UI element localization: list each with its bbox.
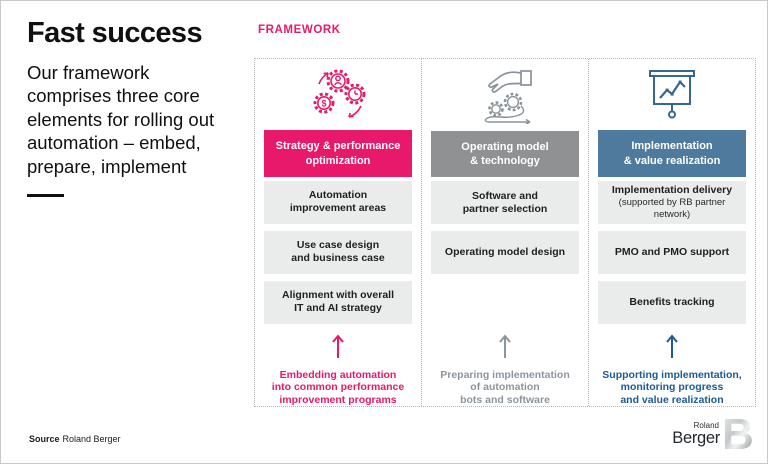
framework-column: $ Strategy & performance optimization Au… bbox=[255, 59, 422, 406]
column-caption: Embedding automation into common perform… bbox=[271, 368, 405, 406]
column-caption: Preparing implementation of automation b… bbox=[440, 368, 570, 406]
column-caption: Supporting implementation, monitoring pr… bbox=[602, 368, 742, 406]
column-items: Software and partner selection Operating… bbox=[431, 181, 579, 323]
column-header: Operating model & technology bbox=[431, 130, 579, 178]
svg-text:B: B bbox=[724, 412, 754, 452]
roland-berger-logo: Roland Berger B bbox=[672, 410, 754, 459]
source-value: Roland Berger bbox=[62, 434, 121, 444]
framework-panel: $ Strategy & performance optimization Au… bbox=[254, 58, 756, 407]
column-header: Implementation & value realization bbox=[598, 130, 746, 177]
hand-automation-icon bbox=[472, 59, 538, 131]
framework-item: Operating model design bbox=[431, 231, 579, 275]
gears-cycle-icon: $ bbox=[305, 59, 371, 130]
column-items: Automation improvement areas Use case de… bbox=[264, 180, 412, 324]
chart-board-icon bbox=[639, 59, 705, 130]
item-title: Implementation delivery bbox=[611, 183, 733, 196]
up-arrow-icon bbox=[331, 333, 345, 364]
framework-item: Automation improvement areas bbox=[264, 180, 412, 224]
item-subtitle: (supported by RB partner network) bbox=[618, 197, 726, 220]
framework-item: PMO and PMO support bbox=[598, 230, 746, 274]
column-items: Implementation delivery (supported by RB… bbox=[598, 180, 746, 324]
svg-text:$: $ bbox=[321, 98, 326, 108]
roland-berger-logo-mark: B bbox=[722, 410, 754, 459]
logo-text: Roland Berger bbox=[672, 420, 720, 447]
column-flow: Supporting implementation, monitoring pr… bbox=[602, 333, 742, 406]
framework-item: Use case design and business case bbox=[264, 230, 412, 274]
item-title: Operating model design bbox=[444, 246, 566, 259]
framework-item: Implementation delivery (supported by RB… bbox=[598, 180, 746, 224]
source-label: Source bbox=[29, 434, 60, 444]
section-label: FRAMEWORK bbox=[258, 24, 341, 36]
framework-column: Implementation & value realization Imple… bbox=[589, 59, 755, 406]
page-subtitle: Our framework comprises three core eleme… bbox=[27, 62, 215, 177]
logo-roland-text: Roland bbox=[693, 420, 719, 430]
item-title: Benefits tracking bbox=[629, 295, 715, 308]
framework-column: Operating model & technology Software an… bbox=[422, 59, 589, 406]
title-dash bbox=[27, 194, 64, 198]
framework-item: Software and partner selection bbox=[431, 181, 579, 225]
item-title: Use case design and business case bbox=[291, 239, 385, 265]
column-header: Strategy & performance optimization bbox=[264, 130, 412, 177]
title-block: Fast success Our framework comprises thr… bbox=[27, 17, 241, 198]
column-flow: Preparing implementation of automation b… bbox=[440, 333, 570, 406]
item-title: Software and partner selection bbox=[462, 189, 548, 215]
up-arrow-icon bbox=[665, 333, 679, 364]
framework-item: Alignment with overall IT and AI strateg… bbox=[264, 280, 412, 324]
item-title: PMO and PMO support bbox=[614, 245, 730, 258]
logo-berger-text: Berger bbox=[672, 428, 720, 447]
column-flow: Embedding automation into common perform… bbox=[272, 333, 404, 406]
item-title: Automation improvement areas bbox=[289, 189, 387, 215]
up-arrow-icon bbox=[498, 333, 512, 364]
framework-item: Benefits tracking bbox=[598, 280, 746, 324]
item-title: Alignment with overall IT and AI strateg… bbox=[281, 289, 394, 315]
page-title: Fast success bbox=[27, 17, 203, 49]
